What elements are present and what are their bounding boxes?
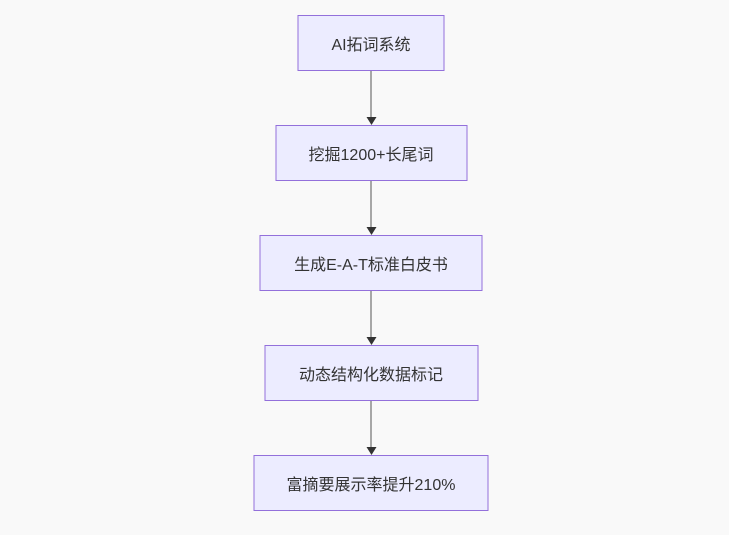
flow-edge-1 (366, 71, 376, 125)
arrowhead-down-icon (366, 337, 376, 345)
flowchart-node-2: 挖掘1200+长尾词 (275, 125, 467, 181)
node-label: AI拓词系统 (331, 37, 411, 54)
arrowhead-down-icon (366, 447, 376, 455)
flowchart-node-3: 生成E-A-T标准白皮书 (259, 235, 483, 291)
node-label: 生成E-A-T标准白皮书 (294, 257, 448, 274)
flow-edge-2 (366, 181, 376, 235)
edge-line (370, 291, 372, 337)
flowchart-node-5: 富摘要展示率提升210% (253, 455, 489, 511)
flow-edge-3 (366, 291, 376, 345)
arrowhead-down-icon (366, 117, 376, 125)
flowchart-column: AI拓词系统 挖掘1200+长尾词 生成E-A-T标准白皮书 动态结构化数据标记 (253, 15, 489, 511)
node-label: 挖掘1200+长尾词 (308, 147, 434, 164)
node-label: 富摘要展示率提升210% (286, 477, 456, 494)
edge-line (370, 401, 372, 447)
edge-line (370, 71, 372, 117)
flowchart-node-4: 动态结构化数据标记 (264, 345, 478, 401)
node-label: 动态结构化数据标记 (298, 367, 443, 384)
arrowhead-down-icon (366, 227, 376, 235)
edge-line (370, 181, 372, 227)
flow-edge-4 (366, 401, 376, 455)
flowchart-node-1: AI拓词系统 (297, 15, 445, 71)
